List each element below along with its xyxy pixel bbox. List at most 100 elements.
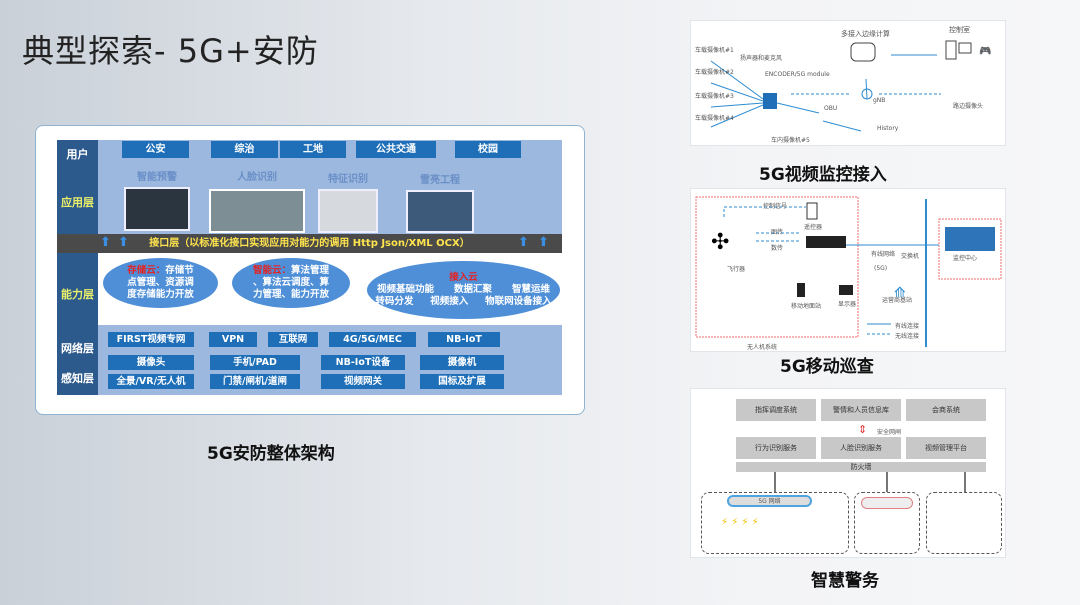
cloud-text: 度存储能力开放 — [127, 289, 194, 300]
terminal-group — [854, 492, 920, 554]
connector — [774, 472, 776, 492]
speaker-label: 扬声器和麦克风 — [740, 55, 783, 62]
cam-label: 车载摄像机#3 — [695, 93, 734, 100]
video-access-caption: 5G视频监控接入 — [759, 165, 887, 185]
video-access-lines: 🎮 — [710, 40, 991, 132]
mobile-patrol-diagram: ✣ ⟰ 控制信号 遥控器 图传 数传 飞行器 移动地面站 显示器 有线网络 (5… — [690, 188, 1006, 352]
cloud-text: 点管理、资源调 — [127, 277, 194, 288]
camera-group — [926, 492, 1002, 554]
gate-label: 安全网闸 — [877, 429, 902, 436]
app-photo — [124, 187, 190, 231]
system-box: 指挥调度系统 — [736, 399, 816, 421]
storage-cloud: 存储云：存储节 点管理、资源调 度存储能力开放 — [103, 258, 218, 308]
cloud-text: 智慧运维 — [511, 284, 550, 295]
user-item: 校园 — [455, 141, 521, 158]
up-arrow-icon: ⬆ — [100, 235, 111, 250]
history-label: History — [877, 125, 899, 132]
mobile-patrol-caption: 5G移动巡查 — [780, 357, 874, 377]
layer-user: 用户 — [66, 148, 89, 161]
app-label: 特征识别 — [328, 174, 368, 185]
user-item: 综治 — [211, 141, 278, 158]
img-trans-label: 图传 — [771, 229, 784, 236]
cam5-label: 车内摄像机#5 — [771, 137, 810, 144]
smart-police-caption: 智慧警务 — [811, 571, 879, 591]
cloud-title: 接入云 — [449, 272, 478, 283]
firewall-bar: 防火墙 — [736, 462, 986, 472]
app-photo — [318, 189, 378, 233]
cam-label: 车载摄像机#4 — [695, 115, 734, 122]
network-item: FIRST视频专网 — [108, 332, 194, 347]
service-box: 人脸识别服务 — [821, 437, 901, 459]
5g-network-cloud: 5G 网络 — [727, 495, 812, 507]
ai-cloud: 智能云：算法管理 、算法云调度、算 力管理、能力开放 — [232, 258, 350, 308]
up-arrow-icon: ⬆ — [538, 235, 549, 250]
svg-text:⟰: ⟰ — [894, 285, 906, 301]
gate-arrow-icon: ⇕ — [858, 423, 868, 436]
perception-item: 全景/VR/无人机 — [108, 374, 194, 389]
perception-item: 摄像机 — [420, 355, 504, 370]
network-item: NB-IoT — [428, 332, 500, 347]
architecture-caption: 5G安防整体架构 — [207, 444, 335, 464]
cloud-text: 视频接入 — [430, 296, 469, 307]
smart-police-diagram: 指挥调度系统 警情和人员信息库 会商系统 ⇕ 安全网闸 行为识别服务 人脸识别服… — [690, 388, 1006, 558]
connector — [964, 472, 966, 492]
network-cloud — [861, 497, 913, 509]
wired-network-label: 有线网络 — [871, 251, 896, 258]
service-box: 行为识别服务 — [736, 437, 816, 459]
layer-app: 应用层 — [61, 196, 94, 209]
layer-column-top — [57, 140, 98, 234]
cam-label: 车载摄像机#1 — [695, 47, 734, 54]
app-photo — [406, 190, 474, 233]
cloud-text: 物联网设备接入 — [485, 296, 552, 307]
app-label: 智能预警 — [137, 172, 177, 183]
center-label: 监控中心 — [953, 255, 978, 262]
perception-item: 门禁/闸机/道闸 — [210, 374, 300, 389]
cloud-text: 存储节 — [165, 265, 194, 276]
interface-layer: 接口层（以标准化接口实现应用对能力的调用 Http Json/XML OCX） — [57, 234, 562, 253]
svg-text:✣: ✣ — [711, 230, 729, 255]
svg-text:🎮: 🎮 — [979, 46, 991, 57]
cam-label: 车载摄像机#2 — [695, 69, 734, 76]
cloud-text: 数据汇聚 — [453, 284, 492, 295]
cloud-text: 算法管理 — [291, 265, 330, 276]
uav-system-label: 无人机系统 — [747, 344, 778, 351]
network-item: 4G/5G/MEC — [329, 332, 416, 347]
layer-column-bottom — [57, 253, 98, 395]
service-box: 视频管理平台 — [906, 437, 986, 459]
perception-item: 国标及扩展 — [420, 374, 504, 389]
system-box: 会商系统 — [906, 399, 986, 421]
layer-perception: 感知层 — [61, 372, 94, 385]
wired-legend: 有线连接 — [895, 323, 920, 330]
ground-station-label: 移动地面站 — [791, 303, 822, 310]
network-item: VPN — [209, 332, 257, 347]
roadside-cam-label: 路边摄像头 — [953, 103, 984, 110]
gnb-label: gNB — [873, 97, 886, 104]
perception-item: 摄像头 — [108, 355, 194, 370]
perception-item: 手机/PAD — [210, 355, 300, 370]
app-photo — [209, 189, 305, 233]
cloud-text: 力管理、能力开放 — [252, 289, 329, 300]
cloud-text: 转码分发 — [375, 296, 414, 307]
control-room-label: 控制室 — [949, 26, 970, 34]
layer-ability: 能力层 — [61, 288, 94, 301]
perception-item: 视频网关 — [321, 374, 405, 389]
display-label: 显示器 — [838, 301, 857, 308]
switch-label: 交换机 — [901, 253, 920, 260]
slide-title: 典型探索- 5G+安防 — [22, 32, 319, 70]
cloud-text: 、算法云调度、算 — [252, 277, 329, 288]
app-label: 人脸识别 — [237, 172, 277, 183]
access-cloud: 接入云 视频基础功能数据汇聚智慧运维 转码分发视频接入物联网设备接入 — [367, 261, 560, 319]
obu-label: OBU — [824, 105, 838, 112]
ctrl-signal-label: 控制信号 — [763, 203, 788, 210]
mec-label: 多接入边缘计算 — [841, 30, 890, 38]
cloud-title: 存储云： — [127, 265, 166, 276]
up-arrow-icon: ⬆ — [118, 235, 129, 250]
remote-label: 遥控器 — [804, 224, 823, 231]
up-arrow-icon: ⬆ — [518, 235, 529, 250]
encoder-label: ENCODER/5G module — [765, 71, 830, 78]
uav-label: 飞行器 — [727, 266, 746, 273]
app-label: 雪亮工程 — [420, 175, 460, 186]
user-item: 公安 — [122, 141, 189, 158]
perception-item: NB-IoT设备 — [321, 355, 405, 370]
user-item: 公共交通 — [356, 141, 436, 158]
